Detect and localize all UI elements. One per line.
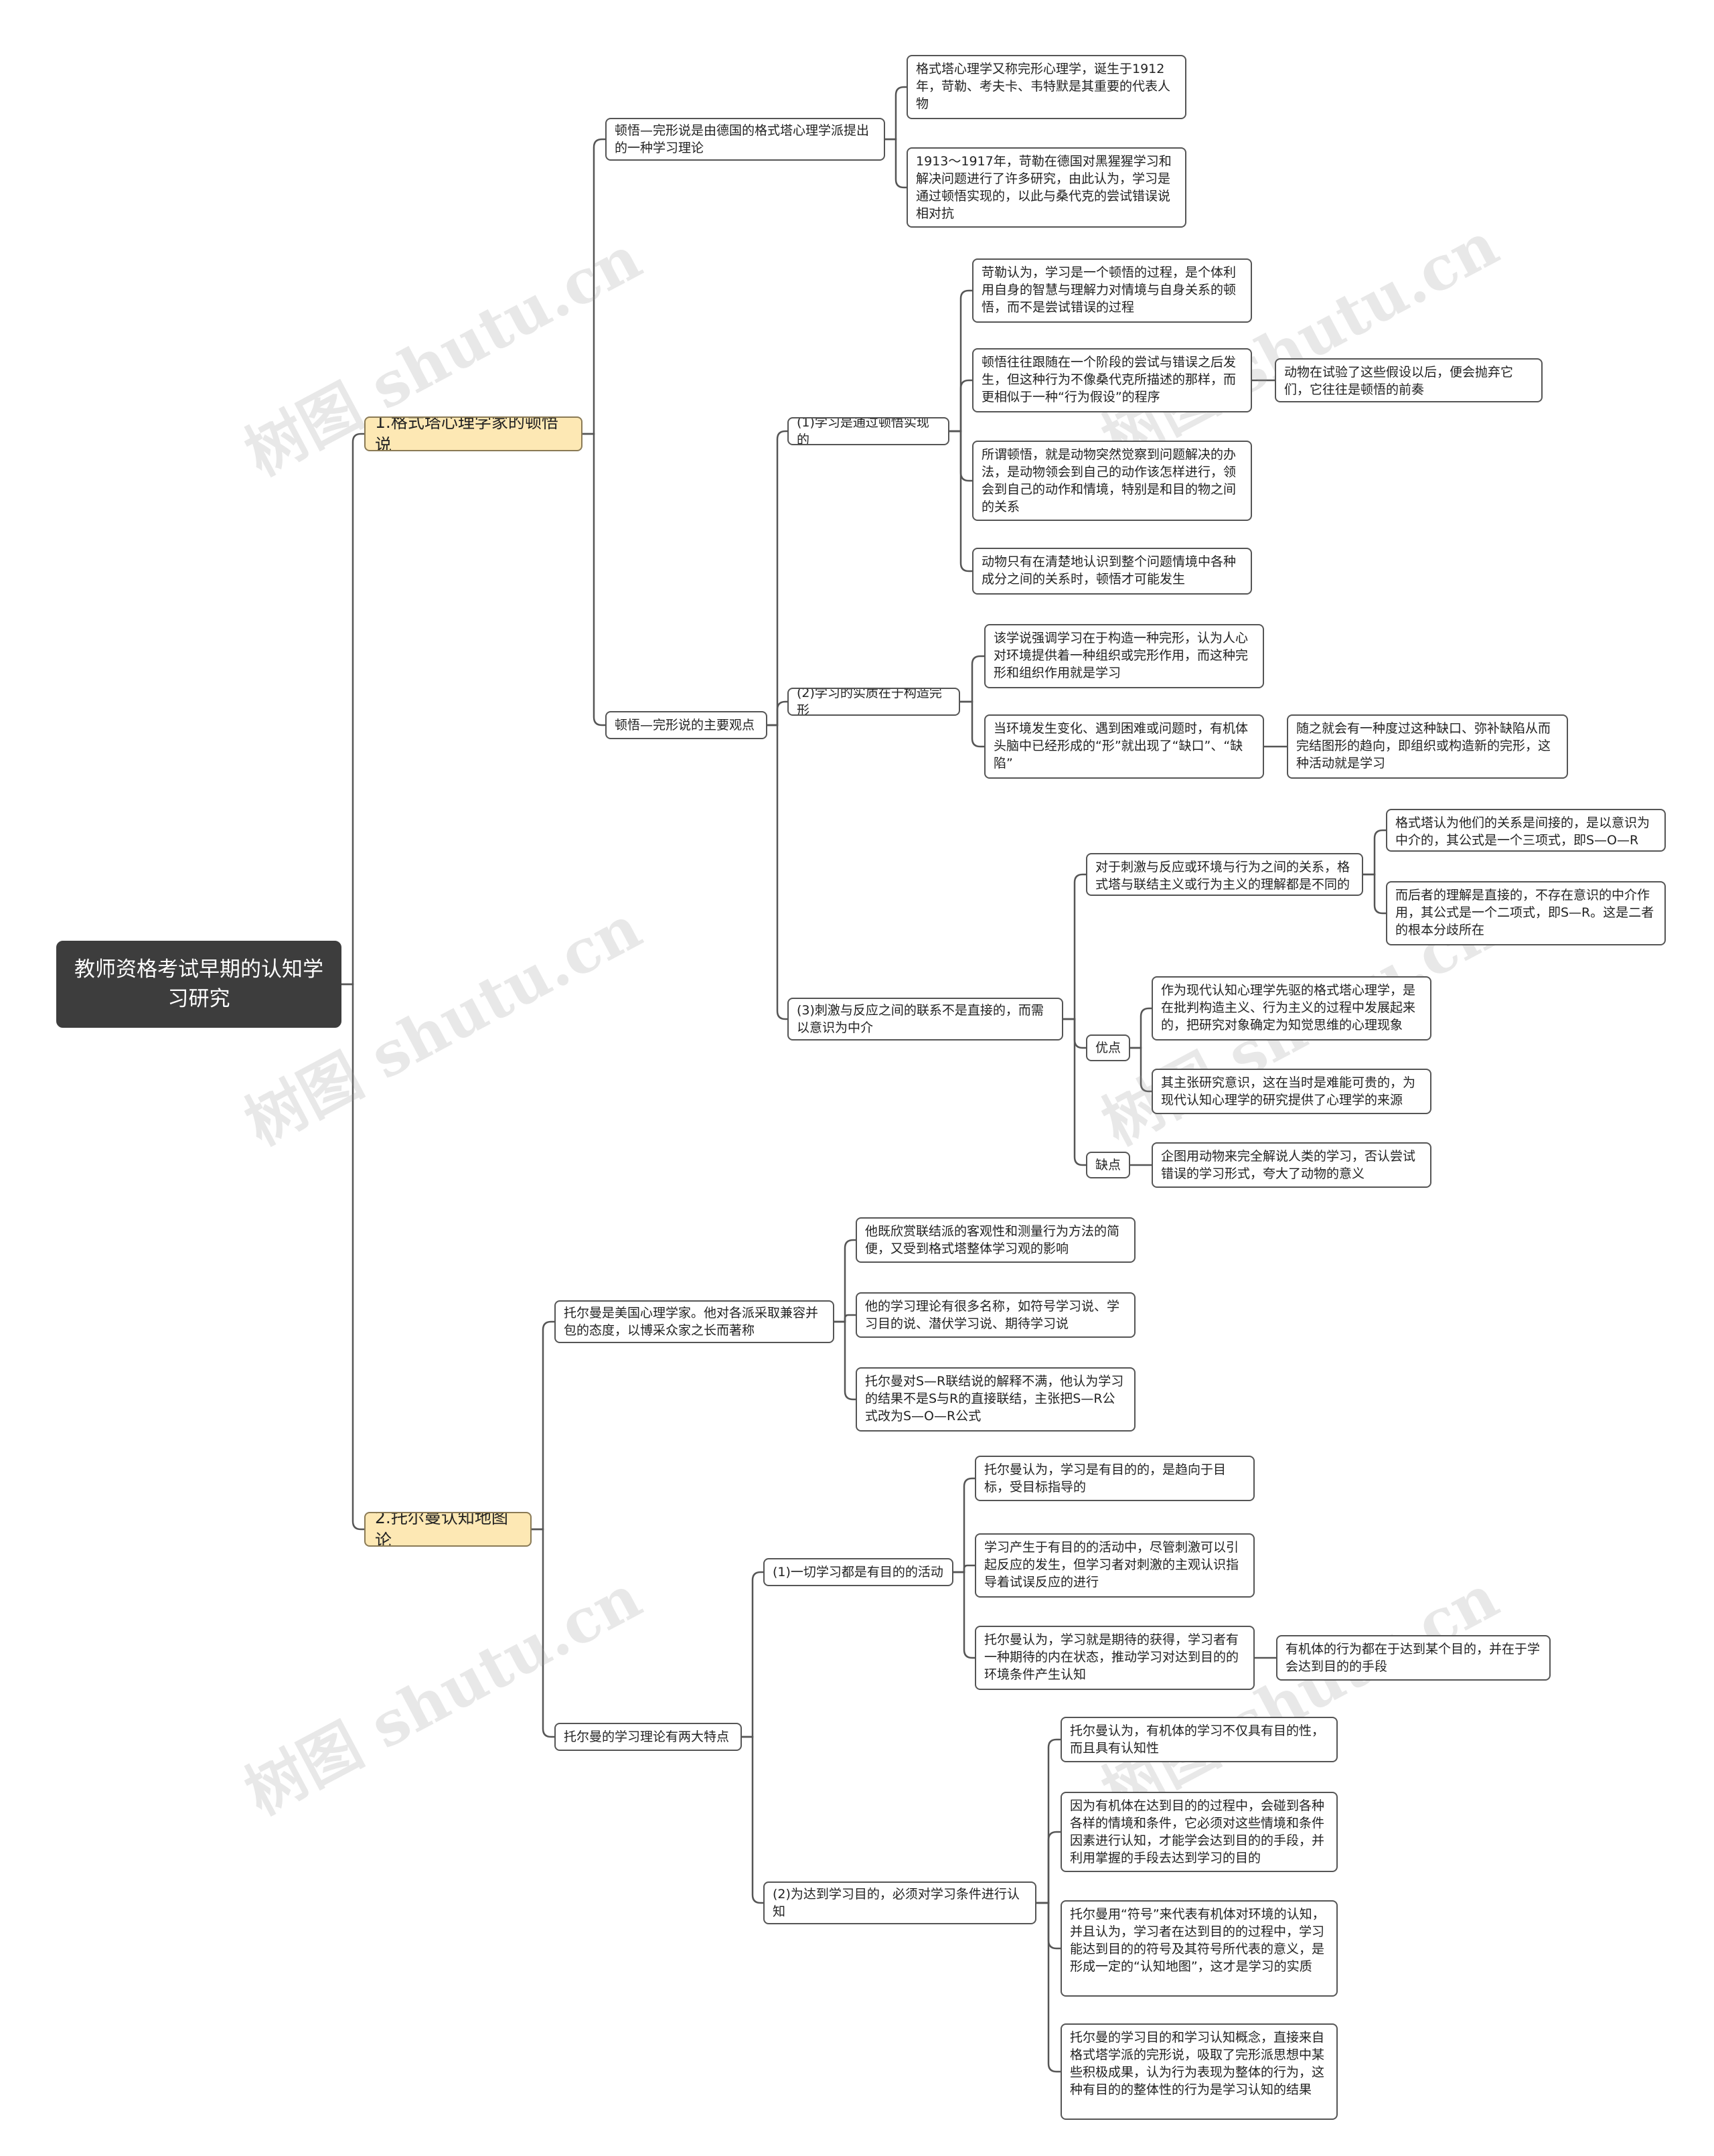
connector-line (742, 1736, 763, 1904)
leaf-tolman-sor[interactable]: 托尔曼对S—R联结说的解释不满，他认为学习的结果不是S与R的直接联结，主张把S—… (856, 1367, 1136, 1432)
leaf-purposive-cognitive[interactable]: 托尔曼认为，有机体的学习不仅具有目的性，而且具有认知性 (1061, 1717, 1338, 1762)
connector-line (949, 430, 972, 572)
connector-line (1036, 1902, 1061, 2073)
leaf-means-to-goal[interactable]: 有机体的行为都在于达到某个目的，并在于学会达到目的的手段 (1276, 1635, 1551, 1681)
connector-line (582, 138, 605, 435)
topic-tolman-features[interactable]: 托尔曼的学习理论有两大特点 (554, 1723, 742, 1751)
point-learning-by-insight[interactable]: (1)学习是通过顿悟实现的 (787, 417, 949, 445)
connector-line (834, 1320, 856, 1401)
leaf-insight-condition[interactable]: 动物只有在清楚地认识到整个问题情境中各种成分之间的关系时，顿悟才可能发生 (972, 548, 1252, 595)
connector-line (834, 1314, 856, 1323)
tag-disadvantages[interactable]: 缺点 (1086, 1152, 1130, 1178)
connector-line (1063, 1018, 1086, 1166)
leaf-discard-hypothesis[interactable]: 动物在试验了这些假设以后，便会抛弃它们，它往往是顿悟的前奏 (1275, 358, 1543, 402)
connector-line (949, 289, 972, 433)
leaf-cognitive-map[interactable]: 托尔曼用“符号”来代表有机体对环境的认知，并且认为，学习者在达到目的的过程中，学… (1061, 1900, 1338, 1997)
connector-line (1036, 1738, 1061, 1904)
point-cognize-conditions[interactable]: (2)为达到学习目的，必须对学习条件进行认知 (763, 1881, 1036, 1924)
leaf-tolman-theory-names[interactable]: 他的学习理论有很多名称，如符号学习说、学习目的说、潜伏学习说、期待学习说 (856, 1292, 1136, 1338)
leaf-sor-formula[interactable]: 格式塔认为他们的关系是间接的，是以意识为中介的，其公式是一个三项式，即S—O—R (1386, 809, 1666, 852)
connector-line (1063, 873, 1086, 1020)
leaf-complete-figure[interactable]: 随之就会有一种度过这种缺口、弥补缺陷从而完结图形的趋向，即组织或构造新的完形，这… (1287, 714, 1568, 779)
leaf-sr-formula[interactable]: 而后者的理解是直接的，不存在意识的中介作用，其公式是一个二项式，即S—R。这是二… (1386, 881, 1666, 945)
connector-line (341, 433, 364, 986)
connector-line (532, 1528, 554, 1738)
connector-line (767, 724, 787, 1020)
leaf-disadvantage-animals[interactable]: 企图用动物来完全解说人类的学习，否认尝试错误的学习形式，夸大了动物的意义 (1152, 1142, 1431, 1188)
connector-line (834, 1239, 856, 1323)
leaf-kohler-research[interactable]: 1913～1917年，苛勒在德国对黑猩猩学习和解决问题进行了许多研究，由此认为，… (907, 147, 1186, 228)
leaf-gap-defect[interactable]: 当环境发生变化、遇到困难或问题时，有机体头脑中已经形成的“形”就出现了“缺口”、… (984, 714, 1264, 779)
leaf-sr-relationship[interactable]: 对于刺激与反应或环境与行为之间的关系，格式塔与联结主义或行为主义的理解都是不同的 (1086, 853, 1363, 896)
point-purposive-activity[interactable]: (1)一切学习都是有目的的活动 (763, 1558, 953, 1586)
leaf-tolman-influences[interactable]: 他既欣赏联结派的客观性和测量行为方法的简便，又受到格式塔整体学习观的影响 (856, 1217, 1136, 1263)
connector-line (953, 1477, 975, 1573)
connector-line (767, 430, 787, 726)
connector-line (953, 1564, 975, 1573)
leaf-insight-process[interactable]: 苛勒认为，学习是一个顿悟的过程，是个体利用自身的智慧与理解力对情境与自身关系的顿… (972, 258, 1252, 323)
connector-line (960, 700, 984, 748)
connector-line (532, 1320, 554, 1531)
point-construct-gestalt[interactable]: (2)学习的实质在于构造完形 (787, 688, 960, 716)
root-node[interactable]: 教师资格考试早期的认知学习研究 (56, 941, 341, 1028)
connector-line (885, 86, 907, 141)
tag-advantages[interactable]: 优点 (1086, 1034, 1130, 1061)
connector-line (742, 1571, 763, 1738)
leaf-gestalt-organization[interactable]: 该学说强调学习在于构造一种完形，认为人心对环境提供着一种组织或完形作用，而这种完… (984, 624, 1264, 688)
topic-tolman-background[interactable]: 托尔曼是美国心理学家。他对各派采取兼容并包的态度，以博采众家之长而著称 (554, 1300, 834, 1343)
connector-line (960, 655, 984, 703)
leaf-subjective-cognition[interactable]: 学习产生于有目的的活动中，尽管刺激可以引起反应的发生，但学习者对刺激的主观认识指… (975, 1533, 1255, 1598)
leaf-advantage-consciousness[interactable]: 其主张研究意识，这在当时是难能可贵的，为现代认知心理学的研究提供了心理学的来源 (1152, 1069, 1431, 1114)
connector-line (1130, 1047, 1152, 1093)
leaf-advantage-precursor[interactable]: 作为现代认知心理学先驱的格式塔心理学，是在批判构造主义、行为主义的过程中发展起来… (1152, 976, 1431, 1041)
connector-line (949, 379, 972, 433)
topic-main-views[interactable]: 顿悟—完形说的主要观点 (605, 711, 767, 739)
connector-line (1036, 1831, 1061, 1904)
connector-line (1363, 873, 1386, 915)
branch-tolman-cognitive-map[interactable]: 2.托尔曼认知地图论 (364, 1512, 532, 1547)
connector-line (341, 983, 364, 1531)
branch-gestalt-insight[interactable]: 1.格式塔心理学家的顿悟说 (364, 416, 582, 451)
leaf-goal-directed[interactable]: 托尔曼认为，学习是有目的的，是趋向于目标，受目标指导的 (975, 1456, 1255, 1501)
leaf-situations-conditions[interactable]: 因为有机体在达到目的的过程中，会碰到各种各样的情境和条件，它必须对这些情境和条件… (1061, 1792, 1338, 1872)
connector-line (1363, 829, 1386, 876)
leaf-gestalt-definition[interactable]: 格式塔心理学又称完形心理学，诞生于1912年，苛勒、考夫卡、韦特默是其重要的代表… (907, 55, 1186, 119)
connector-line (767, 700, 787, 726)
leaf-insight-meaning[interactable]: 所谓顿悟，就是动物突然觉察到问题解决的办法，是动物领会到自己的动作该怎样进行，领… (972, 441, 1252, 521)
leaf-gestalt-origin[interactable]: 托尔曼的学习目的和学习认知概念，直接来自格式塔学派的完形说，吸取了完形派思想中某… (1061, 2023, 1338, 2120)
point-mediated-connection[interactable]: (3)刺激与反应之间的联系不是直接的，而需以意识为中介 (787, 998, 1063, 1041)
connector-line (953, 1571, 975, 1659)
connector-line (885, 138, 907, 189)
leaf-behavior-hypothesis[interactable]: 顿悟往往跟随在一个阶段的尝试与错误之后发生，但这种行为不像桑代克所描述的那样，而… (972, 348, 1252, 412)
connector-line (582, 433, 605, 726)
topic-insight-origin[interactable]: 顿悟—完形说是由德国的格式塔心理学派提出的一种学习理论 (605, 118, 885, 161)
leaf-expectation[interactable]: 托尔曼认为，学习就是期待的获得，学习者有一种期待的内在状态，推动学习对达到目的的… (975, 1626, 1255, 1690)
connector-line (1130, 1007, 1152, 1049)
